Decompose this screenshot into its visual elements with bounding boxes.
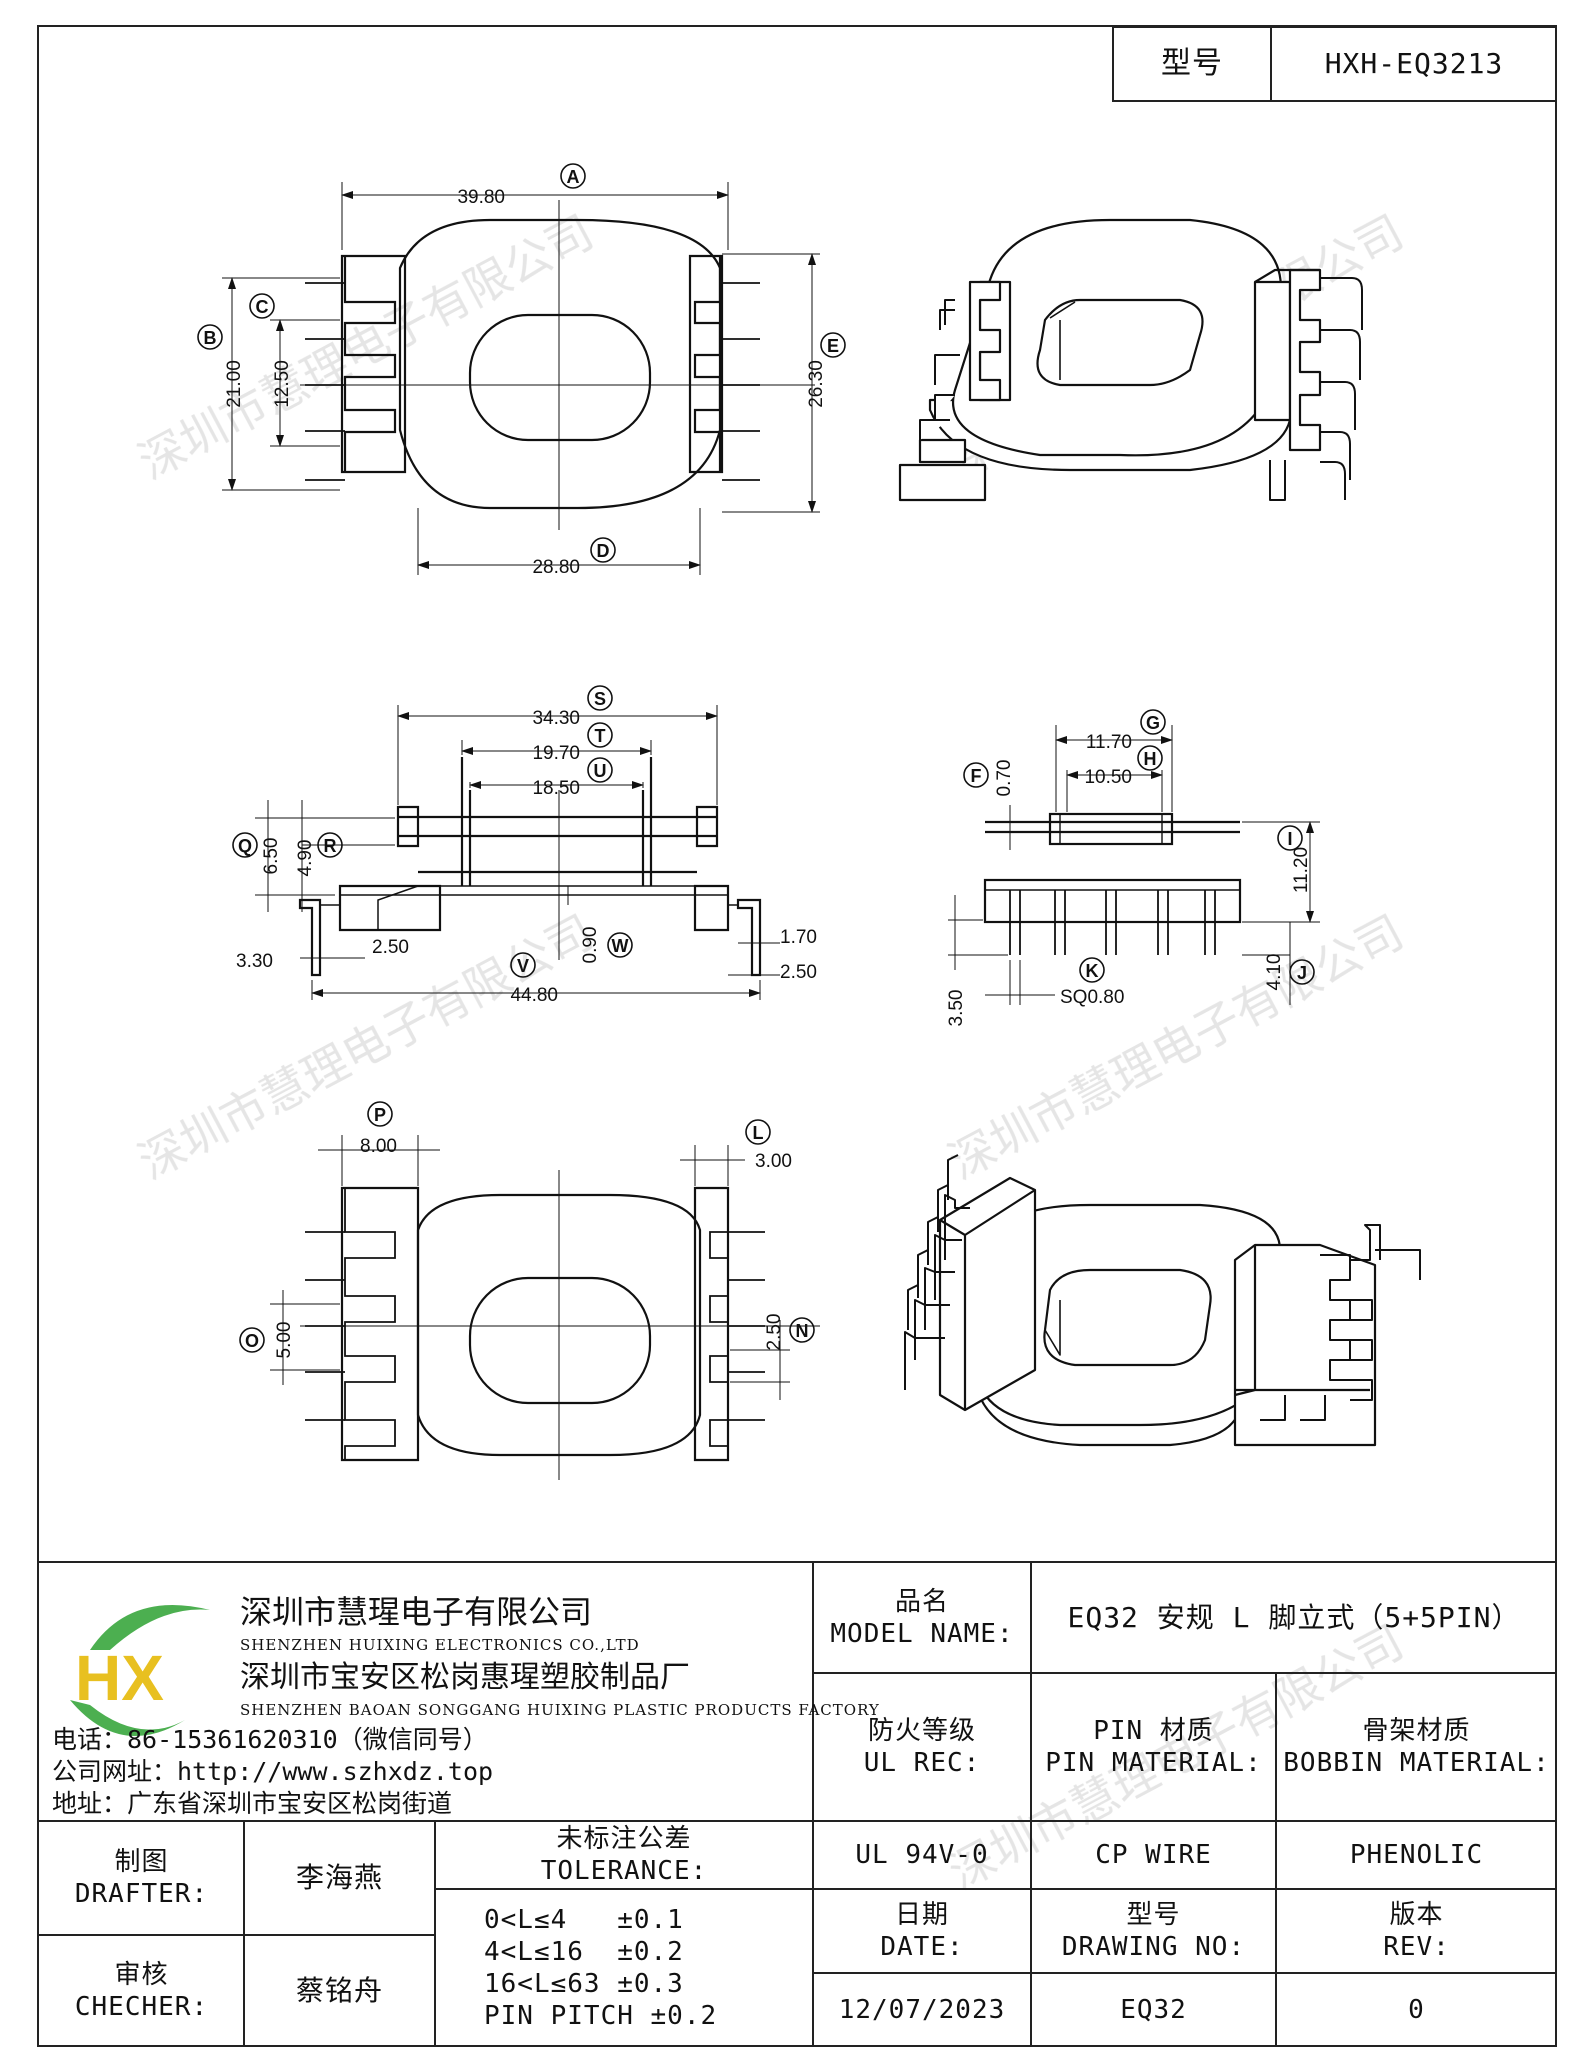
dim-g-letter: G	[1146, 713, 1160, 733]
rev-label: 版本 REV:	[1383, 1900, 1450, 1962]
bobbin-material-label: 骨架材质 BOBBIN MATERIAL:	[1283, 1716, 1550, 1778]
dim-n-value: 2.50	[764, 1314, 785, 1351]
model-label: 型号	[1161, 46, 1223, 81]
dim-r-value: 4.90	[295, 840, 316, 877]
front-view-dims: 34.30 S 19.70 T 18.50 U Q 6.50 4.90 R 44…	[232, 685, 817, 1006]
dim-g-value: 11.70	[1086, 732, 1132, 753]
dim-d-value: 28.80	[532, 557, 580, 578]
model-name-label-cn: 品名	[894, 1587, 949, 1617]
pin-material-value: CP WIRE	[1095, 1840, 1212, 1870]
dim-i-letter: I	[1287, 829, 1292, 849]
isometric-view-bottom	[904, 1154, 1421, 1447]
dim-h-value: 10.50	[1084, 767, 1132, 788]
contact-address: 地址：广东省深圳市宝安区松岗街道	[52, 1789, 453, 1818]
watermark-text: 深圳市慧理电子有限公司	[130, 205, 601, 488]
tolerance-values: 0<L≤4 ±0.1 4<L≤16 ±0.2 16<L≤63 ±0.3 PIN …	[484, 1905, 718, 2031]
dim-j-value: 4.10	[1264, 954, 1285, 991]
checker-label: 审核 CHECHER:	[74, 1960, 209, 2022]
drafter-name: 李海燕	[295, 1861, 383, 1894]
dim-l-letter: L	[753, 1123, 764, 1143]
company-logo: HX	[70, 1605, 210, 1736]
company-name-cn: 深圳市慧瑆电子有限公司	[240, 1593, 593, 1631]
contact-website: 公司网址：http://www.szhxdz.top	[52, 1757, 494, 1786]
dim-o-letter: O	[245, 1331, 259, 1351]
dim-c-value: 12.50	[272, 360, 293, 408]
dim-250a-value: 2.50	[372, 937, 409, 958]
dim-v-value: 44.80	[510, 985, 558, 1006]
dim-j-letter: J	[1297, 963, 1307, 983]
tolerance-label: 未标注公差 TOLERANCE:	[540, 1824, 708, 1886]
date-label: 日期 DATE:	[880, 1900, 964, 1962]
bottom-view	[270, 1135, 820, 1480]
drawing-frame	[37, 25, 1557, 2047]
dim-o-value: 5.00	[274, 1322, 295, 1359]
dim-r-letter: R	[324, 836, 337, 856]
dim-330-value: 3.30	[236, 951, 273, 972]
dim-e-letter: E	[827, 336, 839, 356]
drawing-no-value: EQ32	[1120, 1995, 1187, 2025]
front-view	[255, 705, 780, 1000]
drawing-no-label: 型号 DRAWING NO:	[1061, 1900, 1246, 1962]
dim-f-value: 0.70	[994, 760, 1015, 797]
dim-b-value: 21.00	[224, 360, 245, 408]
dim-a-value: 39.80	[457, 187, 505, 208]
dim-q-letter: Q	[238, 836, 252, 856]
ul-rec-label: 防火等级 UL REC:	[863, 1716, 981, 1778]
dim-c-letter: C	[256, 297, 269, 317]
isometric-view-top	[898, 218, 1363, 502]
dim-170-value: 1.70	[780, 927, 817, 948]
dim-v-letter: V	[517, 956, 529, 976]
dim-s-letter: S	[594, 689, 606, 709]
dim-w-letter: W	[612, 936, 629, 956]
dim-b-letter: B	[204, 328, 217, 348]
dim-h-letter: H	[1144, 749, 1157, 769]
watermark-text: 深圳市慧理电子有限公司	[940, 905, 1411, 1188]
model-name-label-en: MODEL NAME:	[830, 1619, 1014, 1649]
company-name-en: SHENZHEN HUIXING ELECTRONICS CO.,LTD	[240, 1636, 640, 1654]
dim-k-value: SQ0.80	[1060, 987, 1124, 1008]
dim-q-value: 6.50	[261, 838, 282, 875]
dim-350-value: 3.50	[946, 990, 967, 1027]
checker-name: 蔡铭舟	[295, 1974, 383, 2007]
dim-w-value: 0.90	[580, 927, 601, 964]
dim-i-value: 11.20	[1291, 847, 1312, 893]
dim-p-value: 8.00	[360, 1136, 397, 1157]
side-view	[948, 725, 1320, 1005]
ul-rec-value: UL 94V-0	[855, 1840, 989, 1870]
side-view-dims: 11.70 G 10.50 H F 0.70 I 11.20 SQ0.80 K …	[946, 709, 1315, 1027]
dim-u-letter: U	[594, 761, 607, 781]
bobbin-material-value: PHENOLIC	[1349, 1840, 1484, 1870]
top-view-dims: 39.80 A 28.80 D B 21.00 C 12.50 E 26.30	[197, 163, 846, 578]
top-view	[222, 182, 820, 575]
rev-value: 0	[1408, 1995, 1425, 2025]
dim-a-letter: A	[567, 167, 580, 187]
dim-t-value: 19.70	[532, 743, 580, 764]
dim-t-letter: T	[595, 726, 606, 746]
dim-e-value: 26.30	[806, 360, 827, 408]
dim-250b-value: 2.50	[780, 962, 817, 983]
dim-k-letter: K	[1086, 961, 1099, 981]
dim-f-letter: F	[971, 766, 982, 786]
dim-l-value: 3.00	[755, 1151, 792, 1172]
drafter-label: 制图 DRAFTER:	[74, 1847, 209, 1909]
logo-text: HX	[75, 1642, 164, 1714]
factory-name-en: SHENZHEN BAOAN SONGGANG HUIXING PLASTIC …	[240, 1701, 880, 1719]
model-name-label: 品名 MODEL NAME:	[814, 1564, 1030, 1672]
factory-name-cn: 深圳市宝安区松岗惠瑆塑胶制品厂	[240, 1660, 690, 1695]
dim-u-value: 18.50	[532, 778, 580, 799]
date-value: 12/07/2023	[838, 1995, 1006, 2025]
bottom-view-dims: P 8.00 L 3.00 O 5.00 2.50 N	[239, 1101, 815, 1359]
dim-d-letter: D	[597, 541, 610, 561]
contact-phone: 电话：86-15361620310（微信同号）	[52, 1725, 488, 1754]
model-value: HXH-EQ3213	[1324, 47, 1504, 80]
model-name-value: EQ32 安规 L 脚立式（5+5PIN）	[1067, 1601, 1521, 1634]
dim-p-letter: P	[374, 1105, 386, 1125]
pin-material-label: PIN 材质 PIN MATERIAL:	[1045, 1716, 1262, 1778]
dim-s-value: 34.30	[532, 708, 580, 729]
dim-n-letter: N	[796, 1321, 809, 1341]
